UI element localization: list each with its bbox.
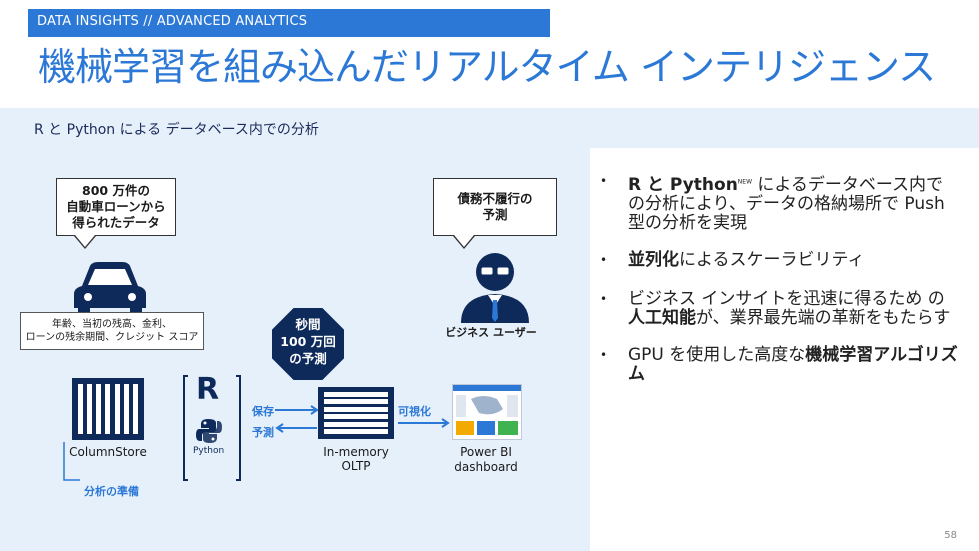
visualize-label: 可視化 bbox=[398, 405, 431, 418]
page-title: 機械学習を組み込んだリアルタイム インテリジェンス bbox=[38, 45, 936, 89]
bullet-item: •R と PythonNEW によるデータベース内での分析により、データの格納場… bbox=[600, 174, 945, 233]
badge-line: の予測 bbox=[289, 351, 327, 366]
save-label: 保存 bbox=[252, 405, 274, 418]
bullet-text: 並列化によるスケーラビリティ bbox=[628, 249, 865, 270]
business-user-label: ビジネス ユーザー bbox=[445, 326, 537, 339]
badge-line: 100 万回 bbox=[280, 334, 336, 349]
callout-line: 債務不履行の bbox=[457, 191, 533, 206]
subtitle: R と Python による データベース内での分析 bbox=[34, 122, 319, 138]
predictions-per-second-badge: 秒間 100 万回 の予測 bbox=[272, 308, 344, 380]
arrow-connectors bbox=[275, 405, 319, 433]
prepare-label: 分析の準備 bbox=[84, 485, 139, 498]
dashboard-map-icon bbox=[453, 385, 521, 435]
powerbi-label-line: dashboard bbox=[454, 460, 518, 474]
callout-line: 800 万件の bbox=[82, 183, 150, 198]
callout-line: 自動車ローンから bbox=[66, 199, 166, 214]
page-number: 58 bbox=[944, 530, 957, 541]
attributes-line: ローンの残余期間、クレジット スコア bbox=[25, 332, 199, 343]
in-memory-oltp-icon bbox=[318, 387, 394, 439]
powerbi-dashboard-thumbnail bbox=[452, 384, 522, 440]
oltp-label-line: OLTP bbox=[341, 459, 371, 473]
bullet-item: •ビジネス インサイトを迅速に得るため の人工知能が、業界最先端の革新をもたらす bbox=[600, 288, 951, 328]
connector-lines bbox=[63, 375, 241, 481]
oltp-label: In-memory OLTP bbox=[306, 445, 406, 473]
callout-line: 得られたデータ bbox=[72, 215, 160, 230]
bullet-text: ビジネス インサイトを迅速に得るため の人工知能が、業界最先端の革新をもたらす bbox=[628, 288, 951, 328]
callout-line: 予測 bbox=[482, 207, 508, 222]
bullet-item: •GPU を使用した高度な機械学習アルゴリズム bbox=[600, 344, 958, 384]
columnstore-label: ColumnStore bbox=[69, 445, 147, 459]
car-icon bbox=[74, 262, 146, 316]
bullet-text: R と PythonNEW によるデータベース内での分析により、データの格納場所… bbox=[628, 174, 945, 233]
data-source-callout: 800 万件の 自動車ローンから 得られたデータ bbox=[56, 178, 176, 249]
bullet-item: •並列化によるスケーラビリティ bbox=[600, 249, 865, 270]
r-language-icon: R bbox=[196, 372, 220, 407]
columnstore-icon bbox=[72, 378, 144, 440]
predict-label: 予測 bbox=[252, 426, 274, 439]
attributes-line: 年齢、当初の残高、金利、 bbox=[52, 319, 172, 330]
attributes-box: 年齢、当初の残高、金利、 ローンの残余期間、クレジット スコア bbox=[20, 312, 204, 350]
visualize-arrow bbox=[398, 418, 450, 428]
right-band bbox=[590, 108, 979, 126]
business-user-icon bbox=[461, 253, 529, 323]
python-label: Python bbox=[193, 446, 225, 456]
oltp-label-line: In-memory bbox=[323, 445, 389, 459]
header-bar bbox=[28, 9, 550, 37]
python-icon bbox=[196, 419, 222, 443]
badge-line: 秒間 bbox=[295, 317, 321, 332]
feature-bullets: •R と PythonNEW によるデータベース内での分析により、データの格納場… bbox=[600, 172, 960, 384]
powerbi-label: Power BI dashboard bbox=[436, 445, 536, 475]
default-prediction-callout: 債務不履行の 予測 bbox=[433, 178, 557, 249]
header-tag: DATA INSIGHTS // ADVANCED ANALYTICS bbox=[37, 14, 308, 29]
powerbi-label-line: Power BI bbox=[460, 445, 512, 459]
bullet-text: GPU を使用した高度な機械学習アルゴリズム bbox=[628, 344, 958, 384]
